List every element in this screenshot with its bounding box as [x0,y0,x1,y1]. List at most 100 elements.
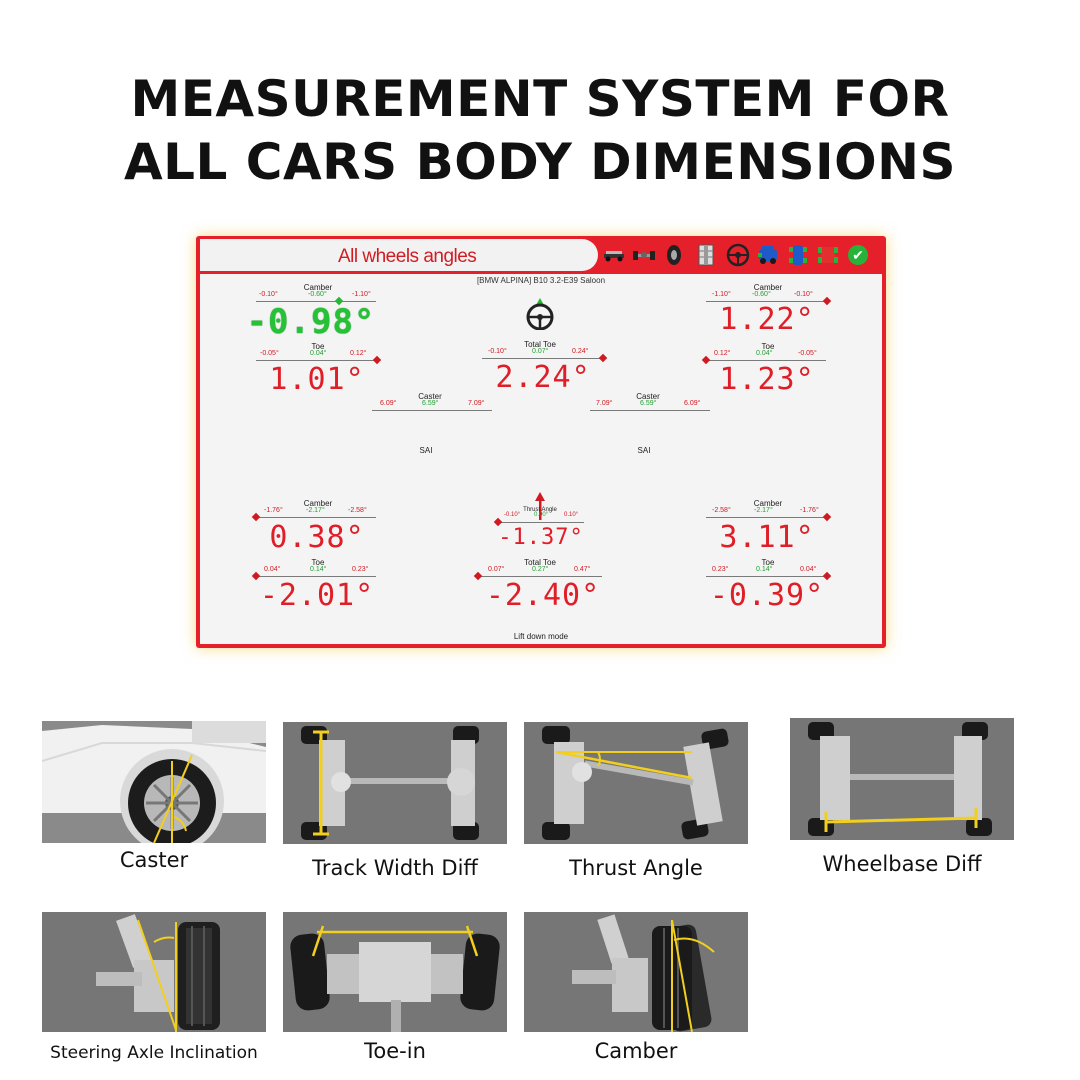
scale-max: 0.04° [800,566,817,573]
lift-mode-status: Lift down mode [513,632,569,641]
steering-wheel-icon[interactable] [725,241,751,269]
rear-total-toe-value: -2.40° [485,578,601,613]
scale-min: -0.10° [504,512,521,518]
scale-mid: 0.04° [756,350,773,357]
rear-right-toe-value: -0.39° [709,578,825,613]
scale-min: -1.10° [712,291,731,298]
scale-max: 0.12° [350,350,367,357]
measurement-panel: [BMW ALPINA] B10 3.2-E39 Saloon Camber -… [200,274,882,644]
thrust-arrow-icon [534,492,546,525]
rear-left-camber-value: 0.38° [269,520,365,555]
front-left-camber-label: Camber [303,283,333,292]
front-total-toe-label: Total Toe [524,340,556,349]
scale-min: -1.76° [264,507,283,514]
thrust-angle-label: Thrust Angle [569,856,703,880]
scale-mid: 0.27° [532,566,549,573]
scale-min: 6.09° [380,400,397,407]
scale-max: 0.24° [572,348,589,355]
rear-left-toe-label: Toe [311,558,325,567]
toe-in-label: Toe-in [364,1039,426,1063]
rear-right-camber-label: Camber [753,499,783,508]
caster-left-scale: 6.09° 6.59° 7.09° [372,400,492,414]
vehicle-name: [BMW ALPINA] B10 3.2-E39 Saloon [476,276,606,285]
thrust-angle-label: Thrust Angle [523,507,557,513]
scale-max: 0.10° [564,512,579,518]
scale-min: -0.10° [259,291,278,298]
scale-max: 6.09° [684,400,701,407]
axle-icon[interactable] [631,241,657,269]
front-left-camber-value: -0.98° [246,302,376,342]
screen-title: All wheels angles [338,246,477,267]
caster-diagram [42,721,266,843]
car-front-icon[interactable] [755,241,781,269]
scale-max: -2.58° [348,507,367,514]
rear-total-toe-label: Total Toe [524,558,556,567]
scale-max: -0.10° [794,291,813,298]
front-right-toe-scale: 0.12° 0.04° -0.05° [701,350,826,365]
scale-mid: 6.59° [640,400,657,407]
steering-axle-label: Steering Axle Inclination [50,1043,258,1063]
steering-axle-diagram [42,912,266,1032]
scale-max: -0.05° [798,350,817,357]
sai-right-label: SAI [637,446,651,455]
alignment-screen: All wheels angles ✔ [BMW ALPIN [196,236,886,648]
sai-left-label: SAI [419,446,433,455]
scale-min: -0.05° [260,350,279,357]
camber-diagram [524,912,748,1032]
scale-mid: -0.60° [308,291,327,298]
car-lift-icon[interactable] [601,241,627,269]
caster-left-label: Caster [418,392,442,401]
rear-right-camber-scale: -2.58° -2.17° -1.76° [706,507,832,522]
scale-max: 7.09° [468,400,485,407]
front-right-camber-scale: -1.10° -0.60° -0.10° [706,291,832,306]
front-total-toe-value: 2.24° [495,360,591,395]
tire-icon[interactable] [661,241,687,269]
rim-icon[interactable] [693,241,719,269]
scale-min: 0.04° [264,566,281,573]
front-left-camber-scale: -0.10° -0.60° -1.10° [256,291,376,306]
scale-mid: -0.60° [752,291,771,298]
rear-left-toe-value: -2.01° [259,578,375,613]
front-right-toe-label: Toe [761,342,775,351]
scale-min: 0.23° [712,566,729,573]
car-rear-icon[interactable] [815,241,841,269]
caster-right-scale: 7.09° 6.59° 6.09° [590,400,710,414]
scale-min: -0.10° [488,348,507,355]
track-width-label: Track Width Diff [312,856,478,880]
wheelbase-diagram [790,718,1014,840]
front-right-camber-value: 1.22° [719,302,815,337]
scale-min: -2.58° [712,507,731,514]
thrust-angle-scale: -0.10° 0.00° 0.10° [493,512,584,527]
scale-mid: 0.04° [310,350,327,357]
car-side-icon[interactable] [785,241,811,269]
screen-title-bar: All wheels angles [200,239,598,271]
camber-label: Camber [594,1039,678,1063]
scale-mid: 6.59° [422,400,439,407]
rear-right-camber-value: 3.11° [719,520,815,555]
toe-in-diagram [283,912,507,1032]
thrust-angle-diagram [524,722,748,844]
thrust-angle-value: -1.37° [498,525,584,550]
front-left-toe-value: 1.01° [269,362,365,397]
scale-min: 7.09° [596,400,613,407]
scale-mid: 0.14° [310,566,327,573]
scale-max: 0.23° [352,566,369,573]
scale-max: 0.47° [574,566,591,573]
confirm-check-icon[interactable]: ✔ [845,241,871,269]
front-left-toe-scale: -0.05° 0.04° 0.12° [256,350,382,365]
front-right-toe-value: 1.23° [719,362,815,397]
rear-total-toe-scale: 0.07° 0.27° 0.47° [473,566,602,581]
front-right-camber-label: Camber [753,283,783,292]
rear-right-toe-label: Toe [761,558,775,567]
scale-mid: 0.00° [534,512,549,518]
scale-max: -1.76° [800,507,819,514]
wheelbase-label: Wheelbase Diff [822,852,982,876]
scale-mid: 0.14° [756,566,773,573]
rear-left-camber-scale: -1.76° -2.17° -2.58° [251,507,376,522]
scale-mid: 0.07° [532,348,549,355]
caster-label: Caster [119,848,189,872]
rear-left-camber-label: Camber [303,499,333,508]
caster-right-label: Caster [636,392,660,401]
rear-right-toe-scale: 0.23° 0.14° 0.04° [706,566,832,581]
scale-max: -1.10° [352,291,371,298]
